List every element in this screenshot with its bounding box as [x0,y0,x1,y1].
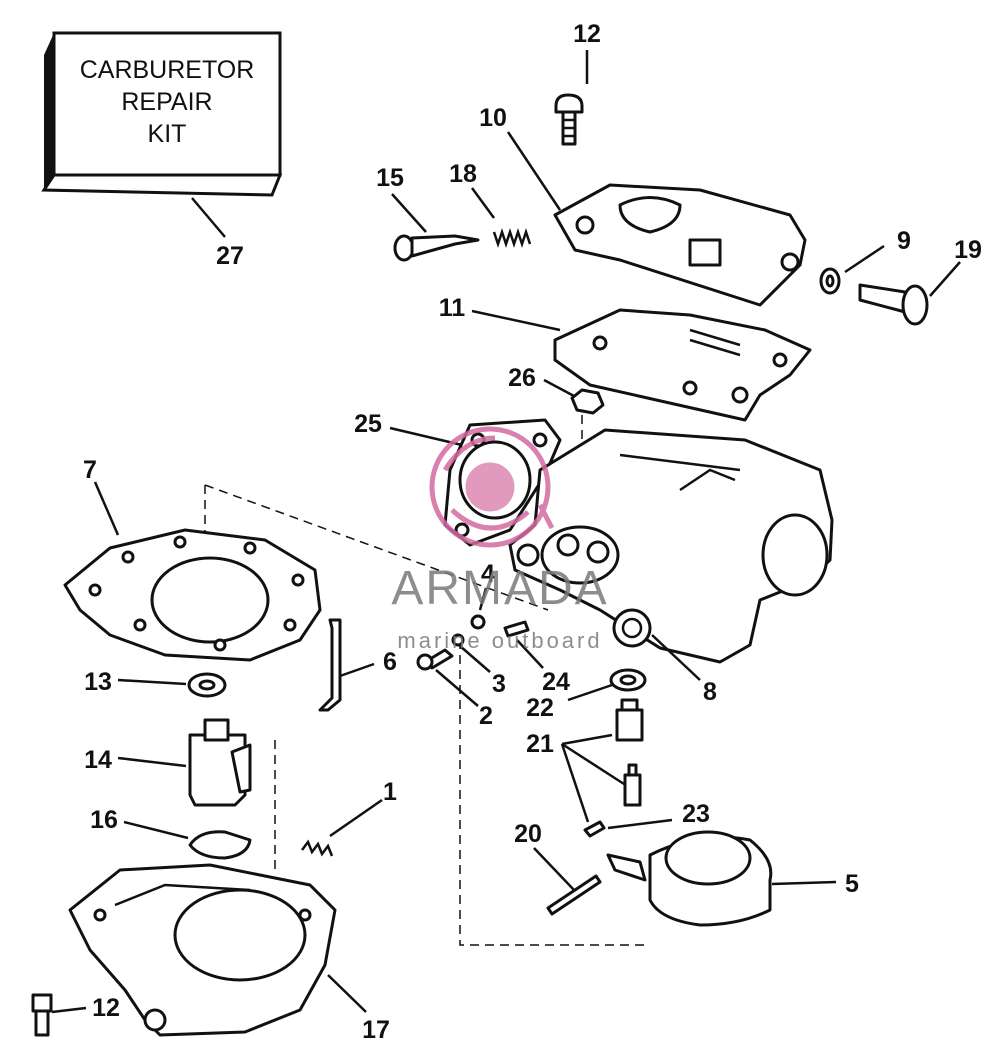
callout-11: 11 [439,294,466,322]
callout-25: 25 [354,410,382,438]
callout-13: 13 [84,668,112,696]
callout-24: 24 [542,668,570,696]
float-bowl-5 [606,830,773,927]
watermark-logo [429,426,555,548]
kit-label-line2: REPAIR [121,88,212,116]
callout-2: 2 [479,702,493,730]
callout-18: 18 [449,160,477,188]
gasket-7 [63,528,322,662]
callout-12-bottom: 12 [92,994,120,1022]
callout-8: 8 [703,678,717,706]
callout-4: 4 [481,560,495,588]
pin-23 [583,820,606,838]
nut-26 [570,388,605,415]
callout-20: 20 [514,820,542,848]
screw-15 [393,234,480,262]
callout-7: 7 [83,456,97,484]
callout-labels: 12 10 15 18 9 19 11 26 25 27 7 4 6 3 24 … [83,20,982,1044]
kit-label-line1: CARBURETOR [80,56,255,84]
callout-17: 17 [362,1016,390,1044]
screw-19 [858,283,929,326]
spring-18 [492,228,532,248]
part-10-cover [553,183,807,307]
callout-1: 1 [383,778,397,806]
watermark-brand: ARMADA [391,562,608,615]
callout-9: 9 [897,227,911,255]
callout-22: 22 [526,694,554,722]
callout-26: 26 [508,364,536,392]
gasket-16 [188,830,252,860]
washer-22 [609,668,647,692]
small-parts-cluster [416,614,530,671]
watermark: ARMADA marine outboard [391,426,608,653]
callout-21: 21 [526,730,554,758]
kit-label-line3: KIT [148,120,187,148]
screw-12-top [554,93,584,146]
tube-6 [318,618,342,712]
callout-6: 6 [383,648,397,676]
leader-lines [51,50,961,1014]
washer-13 [187,672,227,698]
watermark-tagline: marine outboard [397,628,602,653]
callout-12-top: 12 [573,20,601,48]
screw-12-bottom [31,993,53,1037]
callout-10: 10 [479,104,507,132]
float-14 [188,718,252,807]
callout-27: 27 [216,242,244,270]
repair-kit-box: CARBURETOR REPAIR KIT [41,31,283,197]
callout-3: 3 [492,670,506,698]
parts-21 [615,698,644,807]
washer-9 [819,267,841,295]
callout-19: 19 [954,236,982,264]
callout-15: 15 [376,164,404,192]
callout-16: 16 [90,806,118,834]
callout-23: 23 [682,800,710,828]
spring-1 [301,839,334,857]
gasket-11 [553,308,812,422]
callout-5: 5 [845,870,859,898]
carburetor-body [508,428,834,664]
shaft-20 [546,874,602,916]
callout-14: 14 [84,746,112,774]
housing-17 [68,863,337,1037]
